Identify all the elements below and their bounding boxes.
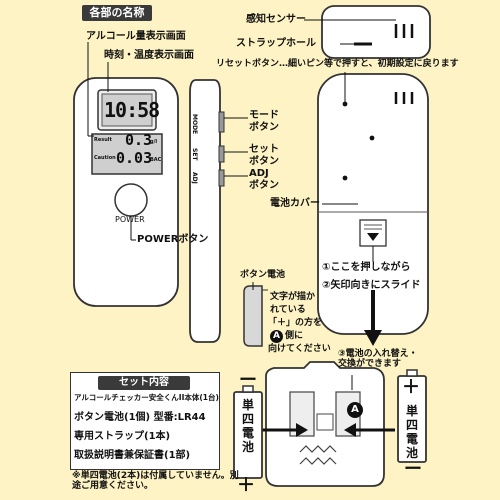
- label-step3: ③電池の入れ替え・ 交換ができます: [338, 349, 418, 370]
- battery-note-2: れている: [270, 305, 306, 315]
- lcd-reading-unit: g/l: [150, 139, 158, 145]
- lcd-reading2-unit: BAC: [150, 157, 162, 163]
- device-side-body: [189, 79, 221, 343]
- section-title: 各部の名称: [82, 5, 152, 21]
- marker-a-note: A: [270, 330, 283, 343]
- lcd-time: 10:58: [104, 98, 160, 122]
- side-set-button: [218, 145, 225, 163]
- label-mode-button: モード ボタン: [249, 110, 279, 133]
- aa-left-plus: ＋: [237, 475, 255, 496]
- spring-contact-2: [299, 457, 337, 465]
- set-item-2: ボタン電池(1個) 型番:LR44: [74, 412, 206, 423]
- side-adj-label: ADJ: [191, 172, 198, 184]
- label-step1: ①ここを押しながら: [322, 262, 411, 273]
- battery-note-4: 側に: [285, 331, 304, 341]
- button-cell-slot: [316, 413, 334, 431]
- lcd-caution-label: Caution: [94, 155, 116, 161]
- spring-contact-1: [299, 445, 337, 453]
- button-battery: [243, 285, 263, 347]
- side-set-label: SET: [191, 148, 198, 161]
- label-sensor: 感知センサー: [246, 14, 306, 25]
- lcd-result-label: Result: [94, 137, 112, 143]
- label-button-battery: ボタン電池: [240, 270, 286, 280]
- aa-left-minus: ー: [239, 370, 257, 391]
- side-mode-label: MODE: [191, 114, 198, 135]
- device-top-body: [321, 5, 431, 59]
- label-reset-button: リセットボタン…細いピン等で押すと、初期設定に戻ります: [216, 59, 459, 69]
- device-power-label: POWER: [115, 215, 145, 224]
- device-time-screen: [101, 93, 153, 127]
- label-adj-button: ADJ ボタン: [249, 168, 279, 191]
- back-screw-1: [342, 101, 348, 107]
- aa-right-plus: ＋: [402, 377, 420, 398]
- set-item-1: アルコールチェッカー安全くんII本体(1台): [74, 393, 219, 402]
- set-item-3: 専用ストラップ(1本): [74, 431, 171, 442]
- set-contents-title: セット内容: [98, 376, 190, 390]
- battery-note-1: 文字が描か: [270, 292, 316, 302]
- device-power-button: [114, 183, 148, 217]
- set-item-4: 取扱説明書兼保証書(1部): [74, 450, 191, 461]
- aa-battery-right-nub: [406, 369, 418, 377]
- insert-arrow-right-head: [344, 423, 356, 437]
- label-battery-cover: 電池カバー: [270, 198, 320, 209]
- battery-note-5: 向けてください: [268, 344, 331, 354]
- aa-right-minus: ー: [404, 459, 422, 480]
- label-step2: ②矢印向きにスライド: [322, 280, 421, 291]
- lcd-reading2: 0.03: [116, 149, 153, 167]
- aa-right-text: 単四電池: [405, 404, 418, 460]
- side-mode-button: [218, 111, 225, 133]
- insert-arrow-left-head: [296, 423, 308, 437]
- press-arrow: [367, 233, 379, 241]
- label-strap-hole: ストラップホール: [236, 38, 316, 49]
- side-adj-button: [218, 169, 225, 187]
- battery-note-3: 「＋」の方を: [268, 318, 323, 328]
- back-screw-3: [342, 175, 348, 181]
- aa-battery-left-nub: [242, 385, 254, 393]
- slide-arrow-head: [364, 330, 382, 346]
- label-set-button: セット ボタン: [249, 144, 279, 167]
- label-time-temp-display: 時刻・温度表示画面: [104, 50, 194, 61]
- marker-a-compartment: [347, 402, 363, 418]
- label-power-button: POWERボタン: [137, 234, 209, 245]
- footnote: ※単四電池(2本)は付属していません。別途ご用意ください。: [72, 471, 239, 492]
- device-alcohol-screen: [91, 133, 163, 175]
- marker-a-compartment-label: A: [351, 404, 359, 415]
- label-alcohol-display: アルコール量表示画面: [86, 31, 186, 42]
- aa-left-text: 単四電池: [241, 398, 254, 454]
- lcd-reading: 0.3: [125, 131, 153, 149]
- back-screw-2: [369, 135, 375, 141]
